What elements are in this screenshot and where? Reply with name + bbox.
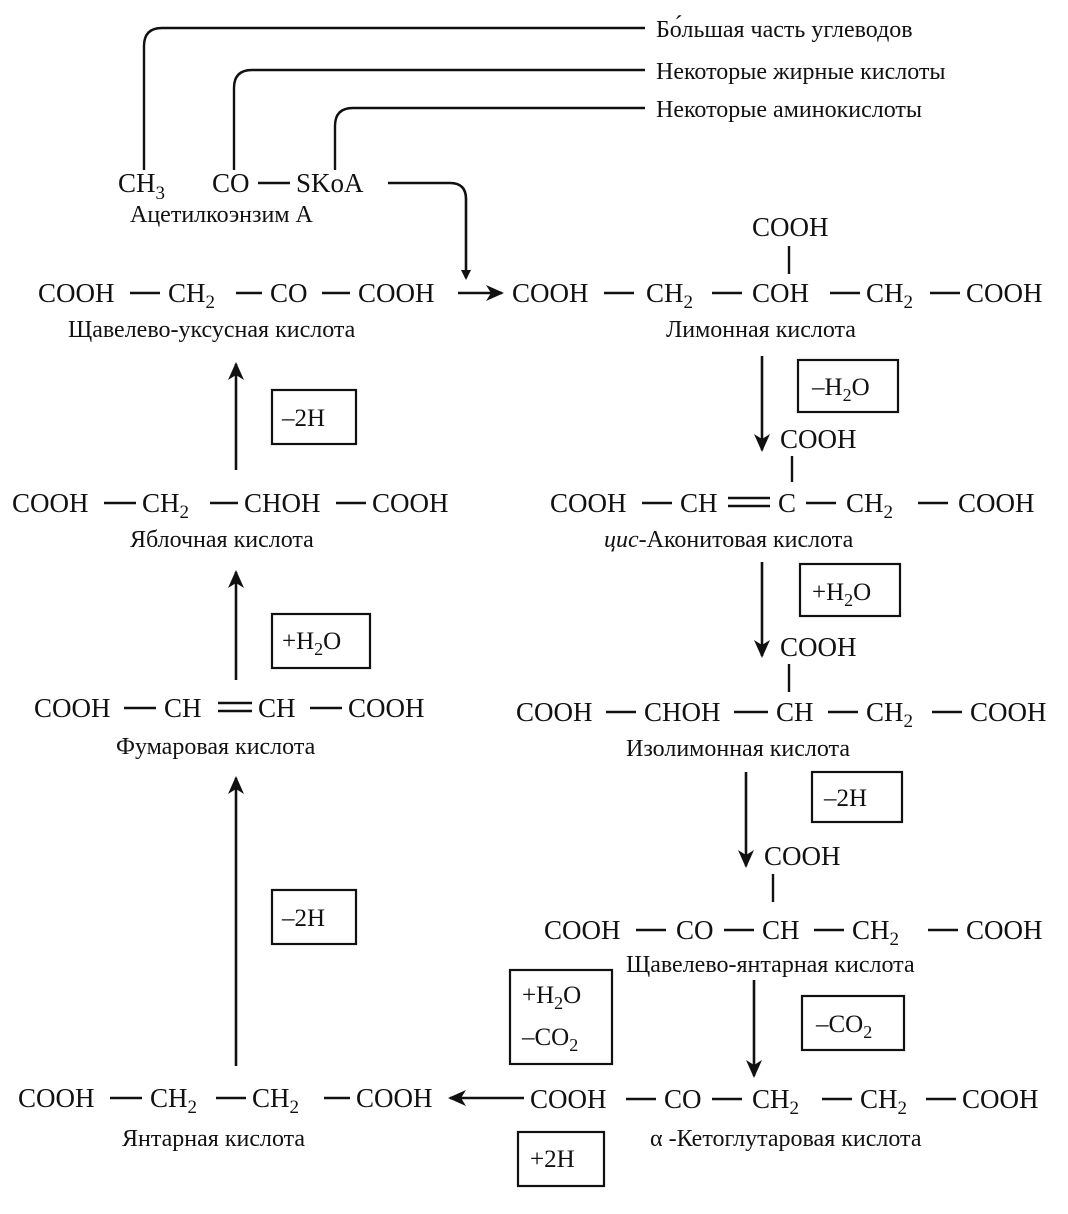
plus-h2o-fumarase-step: +H2O bbox=[270, 612, 372, 670]
plus-2h-step: +2H bbox=[516, 1130, 606, 1188]
svg-text:–H2O: –H2O bbox=[811, 374, 870, 405]
svg-text:CH2: CH2 bbox=[846, 488, 893, 523]
svg-text:C: C bbox=[778, 488, 796, 518]
svg-text:COOH: COOH bbox=[18, 1083, 95, 1113]
svg-text:CH: CH bbox=[680, 488, 718, 518]
svg-text:COOH: COOH bbox=[34, 693, 111, 723]
svg-text:COOH: COOH bbox=[966, 278, 1043, 308]
svg-text:COOH: COOH bbox=[764, 841, 841, 871]
cis-aconitic-acid-formula: COOH COOH CH C CH2 COOH bbox=[550, 424, 1035, 523]
fumaric-acid-name: Фумаровая кислота bbox=[116, 734, 316, 760]
svg-text:COH: COH bbox=[752, 278, 809, 308]
isocitric-acid-formula: COOH COOH CHOH CH CH2 COOH bbox=[516, 632, 1047, 732]
svg-text:COOH: COOH bbox=[962, 1084, 1039, 1114]
svg-text:CO: CO bbox=[212, 168, 250, 198]
acetyl-to-citric-arrow bbox=[388, 181, 471, 280]
source-amino-acids-label: Некоторые аминокислоты bbox=[656, 97, 922, 123]
svg-text:COOH: COOH bbox=[780, 424, 857, 454]
malic-acid-name: Яблочная кислота bbox=[130, 527, 314, 553]
svg-text:–CO2: –CO2 bbox=[521, 1024, 578, 1055]
acetyl-coa-name: Ацетилкоэнзим А bbox=[130, 202, 314, 228]
succinic-acid-name: Янтарная кислота bbox=[122, 1126, 305, 1152]
svg-text:COOH: COOH bbox=[958, 488, 1035, 518]
source-carbohydrates-label: Бо́льшая часть углеводов bbox=[656, 16, 913, 43]
svg-text:+2H: +2H bbox=[530, 1146, 575, 1173]
svg-text:–2H: –2H bbox=[281, 905, 325, 932]
svg-text:COOH: COOH bbox=[752, 212, 829, 242]
svg-text:–2H: –2H bbox=[281, 405, 325, 432]
svg-text:COOH: COOH bbox=[38, 278, 115, 308]
citric-acid-formula: COOH COOH CH2 COH CH2 COOH bbox=[512, 212, 1043, 313]
svg-text:COOH: COOH bbox=[358, 278, 435, 308]
svg-text:CHOH: CHOH bbox=[644, 697, 721, 727]
acetyl-coa-formula: CH3 CO SKoA bbox=[118, 168, 364, 204]
svg-text:COOH: COOH bbox=[550, 488, 627, 518]
minus-2h-malate-step: –2H bbox=[270, 388, 358, 446]
svg-text:+H2O: +H2O bbox=[282, 628, 341, 659]
cis-aconitic-acid-name: цис-Аконитовая кислота bbox=[604, 527, 854, 553]
svg-text:CH2: CH2 bbox=[150, 1083, 197, 1118]
citric-acid-name: Лимонная кислота bbox=[666, 317, 856, 343]
svg-text:COOH: COOH bbox=[356, 1083, 433, 1113]
svg-text:COOH: COOH bbox=[970, 697, 1047, 727]
svg-text:CH3: CH3 bbox=[118, 168, 165, 204]
source-fatty-acids-label: Некоторые жирные кислоты bbox=[656, 59, 946, 85]
svg-text:CH2: CH2 bbox=[852, 915, 899, 950]
svg-text:COOH: COOH bbox=[780, 632, 857, 662]
h2o-co2-step: +H2O –CO2 bbox=[508, 968, 614, 1066]
svg-text:CH2: CH2 bbox=[168, 278, 215, 313]
fumaric-acid-formula: COOH CH CH COOH bbox=[34, 693, 425, 723]
svg-text:COOH: COOH bbox=[544, 915, 621, 945]
svg-text:CHOH: CHOH bbox=[244, 488, 321, 518]
succinic-acid-formula: COOH CH2 CH2 COOH bbox=[18, 1083, 433, 1118]
svg-text:CH2: CH2 bbox=[860, 1084, 907, 1119]
svg-text:–2H: –2H bbox=[823, 785, 867, 812]
svg-text:CH2: CH2 bbox=[252, 1083, 299, 1118]
svg-text:CH: CH bbox=[762, 915, 800, 945]
svg-text:CH2: CH2 bbox=[752, 1084, 799, 1119]
source-lines bbox=[142, 26, 645, 170]
svg-text:CH2: CH2 bbox=[866, 697, 913, 732]
minus-2h-succinate-step: –2H bbox=[270, 888, 358, 946]
minus-co2-step: –CO2 bbox=[800, 994, 906, 1052]
minus-h2o-step: –H2O bbox=[796, 358, 900, 414]
malic-acid-formula: COOH CH2 CHOH COOH bbox=[12, 488, 449, 523]
svg-text:CO: CO bbox=[270, 278, 308, 308]
svg-text:CH: CH bbox=[164, 693, 202, 723]
svg-text:CH: CH bbox=[258, 693, 296, 723]
oxalosuccinic-acid-formula: COOH COOH CO CH CH2 COOH bbox=[544, 841, 1043, 950]
svg-text:COOH: COOH bbox=[530, 1084, 607, 1114]
plus-h2o-aconitase-step: +H2O bbox=[798, 562, 902, 618]
svg-text:SKoA: SKoA bbox=[296, 168, 364, 198]
isocitric-acid-name: Изолимонная кислота bbox=[626, 736, 850, 762]
svg-text:CO: CO bbox=[676, 915, 714, 945]
alpha-ketoglutaric-acid-name: α -Кетоглутаровая кислота bbox=[650, 1126, 922, 1152]
svg-text:–CO2: –CO2 bbox=[815, 1011, 872, 1042]
svg-text:COOH: COOH bbox=[966, 915, 1043, 945]
svg-text:CO: CO bbox=[664, 1084, 702, 1114]
svg-text:COOH: COOH bbox=[12, 488, 89, 518]
svg-text:CH: CH bbox=[776, 697, 814, 727]
oxalosuccinic-acid-name: Щавелево-янтарная кислота bbox=[626, 952, 915, 978]
oxaloacetic-acid-formula: COOH CH2 CO COOH bbox=[38, 278, 435, 313]
svg-text:CH2: CH2 bbox=[142, 488, 189, 523]
svg-text:COOH: COOH bbox=[516, 697, 593, 727]
svg-text:COOH: COOH bbox=[512, 278, 589, 308]
svg-text:COOH: COOH bbox=[372, 488, 449, 518]
svg-text:COOH: COOH bbox=[348, 693, 425, 723]
minus-2h-isocitrate-step: –2H bbox=[810, 770, 904, 824]
svg-text:+H2O: +H2O bbox=[522, 982, 581, 1013]
alpha-ketoglutaric-acid-formula: COOH CO CH2 CH2 COOH bbox=[530, 1084, 1039, 1119]
svg-text:CH2: CH2 bbox=[646, 278, 693, 313]
oxaloacetic-acid-name: Щавелево-уксусная кислота bbox=[68, 317, 356, 343]
svg-text:CH2: CH2 bbox=[866, 278, 913, 313]
svg-text:+H2O: +H2O bbox=[812, 579, 871, 610]
